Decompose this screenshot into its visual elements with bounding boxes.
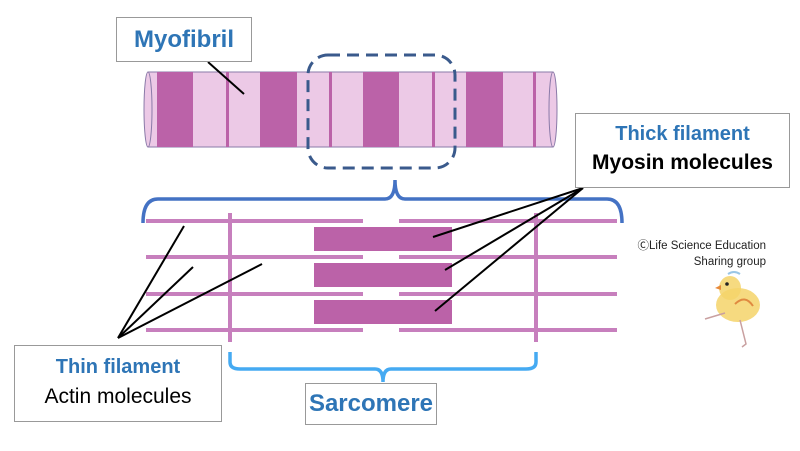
myofibril-label-box: Myofibril [116,17,252,62]
myosin-thick-filaments [314,227,452,324]
actin-thin-filaments [146,219,617,332]
z-lines [228,213,538,342]
actin-molecules-label: Actin molecules [44,385,192,408]
thick-filament-title: Thick filament [615,123,750,145]
sarcomere-label-box: Sarcomere [305,383,437,425]
thick-filament-label-box: Thick filament Myosin molecules [575,113,790,188]
dashed-selection [306,53,457,170]
myofibril-cylinder [143,71,558,148]
pointer-lines [117,61,584,339]
credit-line-2: Sharing group [693,256,766,268]
sarcomere-brace [228,352,538,383]
thin-filament-title: Thin filament [55,356,181,378]
credit-line-1: ⒸLife Science Education [637,240,767,252]
myofibril-label: Myofibril [134,26,234,53]
sarcomere-region-brace [141,179,624,224]
thin-filament-label-box: Thin filament Actin molecules [14,345,222,422]
sarcomere-label: Sarcomere [308,390,434,417]
chick-illustration [704,271,760,348]
credit-text: ⒸLife Science Education Sharing group [620,238,767,270]
myosin-molecules-label: Myosin molecules [592,151,773,174]
